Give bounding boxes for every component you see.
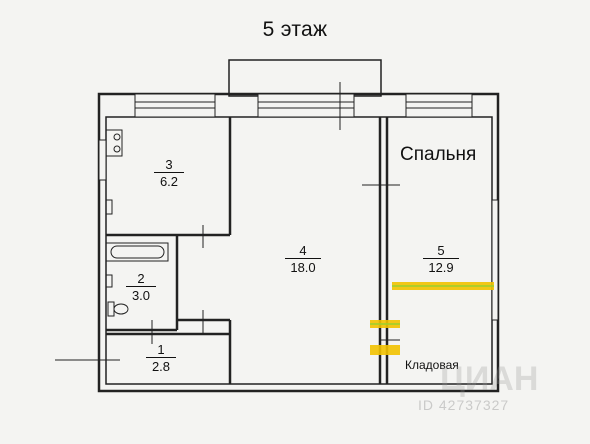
bathtub-icon xyxy=(105,242,169,262)
room-label-1: 1 2.8 xyxy=(146,342,176,374)
toilet-icon xyxy=(107,301,129,317)
room-area: 12.9 xyxy=(423,258,459,275)
room-area: 6.2 xyxy=(154,172,184,189)
sink-icon xyxy=(105,274,113,288)
storage-label: Кладовая xyxy=(405,358,459,372)
room-number: 3 xyxy=(165,157,173,172)
window-right xyxy=(491,199,499,321)
highlight-mark-large-green xyxy=(392,285,494,287)
kitchen-sink-icon xyxy=(105,199,113,215)
floor-title: 5 этаж xyxy=(262,18,328,41)
room-number: 2 xyxy=(137,271,145,286)
room-area: 2.8 xyxy=(146,357,176,374)
window-top-right xyxy=(405,93,473,118)
highlight-mark-small-2 xyxy=(370,345,400,355)
door-ticks xyxy=(55,184,400,361)
room-label-4: 4 18.0 xyxy=(285,243,321,275)
stove-icon xyxy=(105,129,123,157)
room-number: 5 xyxy=(437,243,445,258)
watermark-brand: ЦИАН xyxy=(440,360,539,398)
bedroom-label: Спальня xyxy=(400,144,477,165)
room-number: 1 xyxy=(157,342,165,357)
room-label-3: 3 6.2 xyxy=(154,157,184,189)
window-left xyxy=(98,139,107,181)
room-number: 4 xyxy=(299,243,307,258)
room-area: 18.0 xyxy=(285,258,321,275)
watermark-id: ID 42737327 xyxy=(418,397,510,413)
window-top-left xyxy=(134,93,216,118)
window-top-center xyxy=(257,93,355,118)
room-label-2: 2 3.0 xyxy=(126,271,156,303)
highlight-mark-small-1-green xyxy=(370,323,400,325)
room-label-5: 5 12.9 xyxy=(423,243,459,275)
balcony xyxy=(228,59,382,97)
room-area: 3.0 xyxy=(126,286,156,303)
